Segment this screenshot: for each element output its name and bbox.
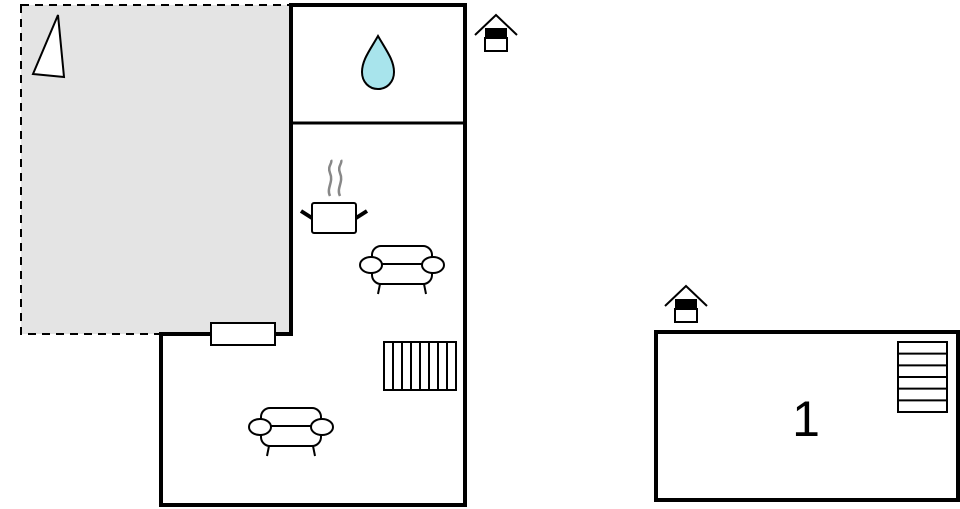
entrance-house-icon — [664, 284, 708, 323]
water-drop-icon — [360, 33, 396, 91]
sofa-icon — [359, 245, 445, 295]
stairs-icon — [897, 341, 948, 413]
building-number-label: 1 — [792, 391, 820, 447]
radiator-icon — [383, 341, 457, 391]
sofa-icon — [248, 407, 334, 457]
door-icon — [210, 322, 276, 346]
cooking-pot-icon — [299, 159, 369, 234]
terrace-area — [20, 4, 292, 335]
compass-north-icon — [31, 14, 66, 79]
entrance-house-icon — [474, 13, 518, 52]
